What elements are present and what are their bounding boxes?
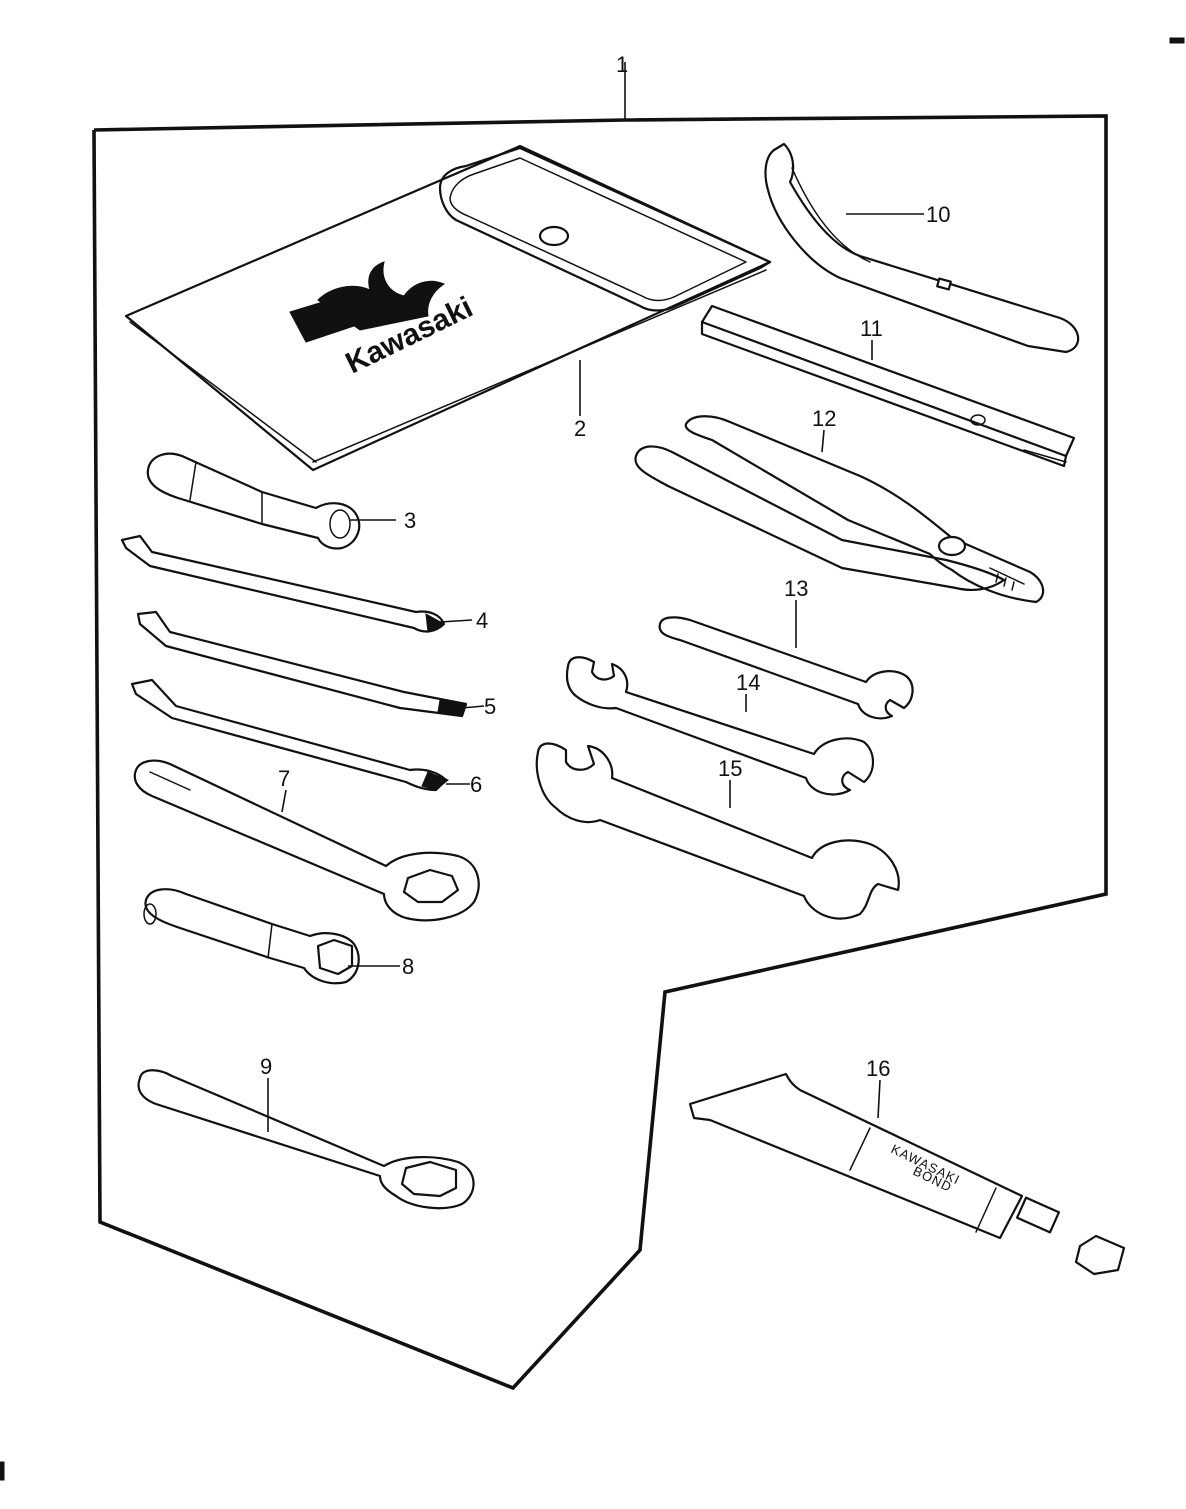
ref-7: 7: [278, 766, 290, 791]
part-8-tool: [143, 888, 360, 985]
part-12-tool: [634, 415, 1045, 604]
ref-2: 2: [574, 416, 586, 441]
part-3-tool: [146, 452, 361, 550]
part-13-tool: [658, 616, 914, 720]
tool-case: Kawasaki: [124, 144, 772, 472]
ref-8: 8: [402, 954, 414, 979]
ref-1: 1: [616, 52, 628, 77]
ref-15: 15: [718, 756, 742, 781]
ref-11: 11: [860, 316, 883, 341]
ref-3: 3: [404, 508, 416, 533]
reference-numbers: 1 2 3 4 5 6 7 8 9 10 11 12 13 14 15 16: [260, 52, 950, 1081]
part-11-tool: [700, 304, 1076, 468]
part-14-tool: [565, 656, 875, 796]
leader-lines: [267, 213, 924, 1132]
part-16-tube: KAWASAKI BOND: [688, 1072, 1126, 1276]
case-logo: Kawasaki: [289, 261, 478, 380]
part-9-tool: [137, 1069, 475, 1210]
ref-4: 4: [476, 608, 488, 633]
ref-9: 9: [260, 1054, 272, 1079]
part-5-tool: [136, 610, 468, 718]
ref-5: 5: [484, 694, 496, 719]
ref-10: 10: [926, 202, 950, 227]
ref-12: 12: [812, 406, 836, 431]
kit-boundary: [92, 62, 1108, 1391]
ref-6: 6: [470, 772, 482, 797]
part-7-tool: [133, 759, 480, 922]
ref-13: 13: [784, 576, 808, 601]
ref-16: 16: [866, 1056, 890, 1081]
corner-mark-bottom-left: [0, 1461, 5, 1481]
part-4-tool: [120, 534, 446, 633]
corner-mark-top-right: [1169, 37, 1185, 44]
ref-14: 14: [736, 670, 760, 695]
part-15-tool: [535, 742, 900, 920]
part-6-tool: [130, 678, 449, 792]
part-10-tool: [764, 142, 1080, 354]
